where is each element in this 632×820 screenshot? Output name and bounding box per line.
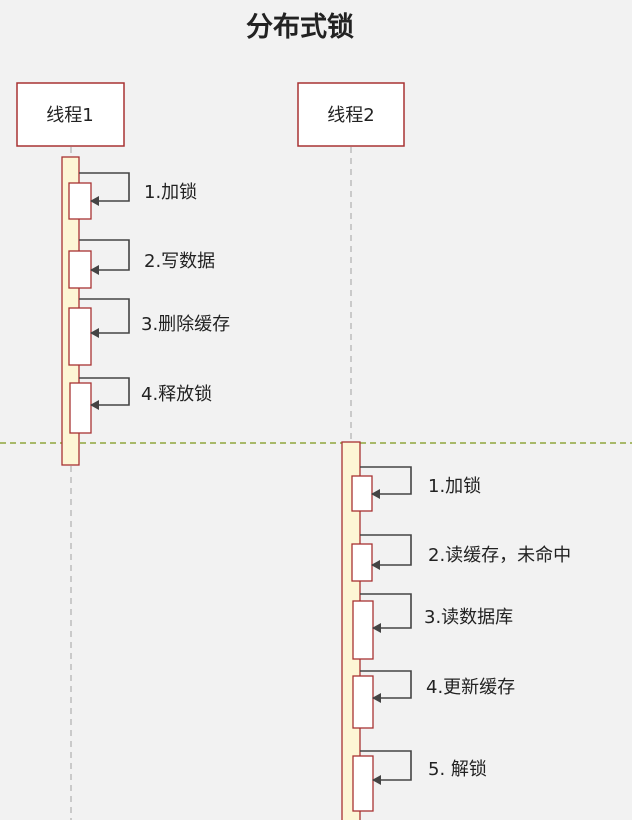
self-call-message: 1.加锁 (68, 172, 197, 220)
message-label: 5. 解锁 (428, 759, 487, 780)
self-call-message: 3.删除缓存 (68, 298, 230, 366)
message-label: 2.读缓存，未命中 (428, 545, 571, 566)
self-call-message: 1.加锁 (351, 466, 481, 512)
actor-label: 线程1 (46, 105, 93, 126)
message-label: 1.加锁 (428, 476, 481, 497)
self-call-message: 4.释放锁 (69, 377, 212, 434)
message-label: 4.释放锁 (141, 384, 212, 405)
diagram-title: 分布式锁 (246, 11, 354, 43)
actor-thread-2: 线程2 (297, 82, 405, 147)
message-label: 3.删除缓存 (141, 314, 230, 335)
message-label: 3.读数据库 (424, 607, 513, 628)
message-label: 1.加锁 (144, 182, 197, 203)
self-call-message: 2.写数据 (68, 239, 215, 289)
self-call-message: 5. 解锁 (352, 750, 487, 812)
self-call-message: 3.读数据库 (352, 593, 513, 660)
self-call-message: 2.读缓存，未命中 (351, 534, 571, 582)
message-label: 4.更新缓存 (426, 677, 515, 698)
self-call-message: 4.更新缓存 (352, 670, 515, 729)
actor-thread-1: 线程1 (16, 82, 125, 147)
message-label: 2.写数据 (144, 251, 215, 272)
actor-label: 线程2 (327, 105, 374, 126)
